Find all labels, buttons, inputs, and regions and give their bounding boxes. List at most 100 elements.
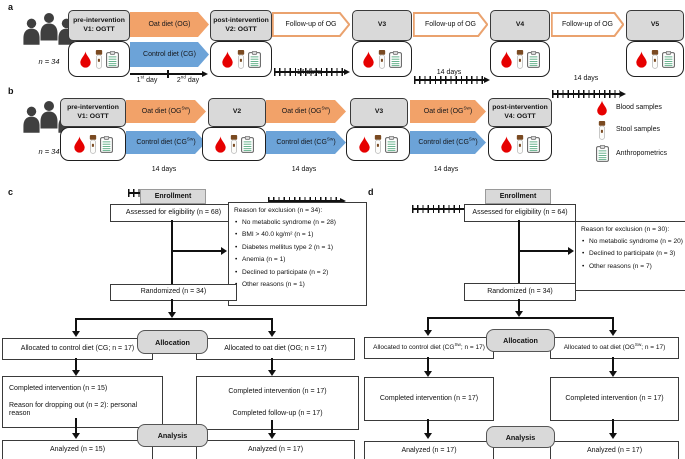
sample-size-label: n = 34: [38, 57, 60, 66]
control-outcome-box-d: Completed intervention (n = 17): [364, 377, 494, 421]
analyzed-control-box-c: Analyzed (n = 15): [2, 440, 153, 459]
followup-arrow-2: Follow-up of OG: [413, 12, 488, 37]
anthropometrics-icon: [389, 51, 402, 68]
samples-box-v4-b: [488, 127, 552, 161]
analyzed-oat-box-d: Analyzed (n = 17): [550, 441, 679, 459]
oat-diet-arrow-b1: Oat diet (OGSw): [126, 100, 206, 123]
visit-box-v3-b: V3: [350, 98, 408, 127]
blood-icon: [358, 136, 371, 153]
allocated-control-box-c: Allocated to control diet (CG; n = 17): [2, 338, 153, 360]
blood-icon: [596, 100, 608, 116]
timeline-14d-a1: [274, 68, 344, 76]
blood-icon: [73, 136, 86, 153]
blood-icon: [79, 51, 92, 68]
analysis-header-d: Analysis: [486, 426, 555, 448]
day1-label: 1st day: [136, 74, 158, 84]
visit-box-v2-a: post-intervention V2: OGTT: [210, 10, 272, 41]
samples-box-v5-a: [626, 41, 684, 77]
stool-icon: [374, 135, 382, 154]
anthropometrics-icon: [248, 51, 261, 68]
allocated-control-box-d: Allocated to control diet (CGSw; n = 17): [364, 337, 494, 359]
interval-label: 14 days: [433, 166, 459, 173]
sample-size-label: n = 34: [38, 147, 60, 156]
exclusion-title: Reason for exclusion (n = 30):: [581, 226, 670, 233]
exclusion-box-c: Reason for exclusion (n = 34): No metabo…: [228, 202, 367, 306]
randomized-box-c: Randomized (n = 34): [110, 284, 237, 301]
legend-blood-label: Blood samples: [616, 104, 662, 111]
anthropometrics-icon: [106, 51, 119, 68]
connector-arrow: [171, 299, 174, 312]
panel-b-label: b: [8, 86, 14, 96]
samples-box-v4-a: [490, 41, 550, 77]
followup-arrow-3: Follow-up of OG: [551, 12, 624, 37]
samples-box-v3-b: [346, 127, 410, 161]
connector-arrow: [612, 357, 615, 371]
interval-label: 14 days: [291, 166, 317, 173]
allocation-header-d: Allocation: [486, 329, 555, 352]
stool-icon: [516, 50, 524, 69]
timeline-14d-a2: [414, 76, 484, 84]
blood-icon: [221, 51, 234, 68]
exclusion-box-d: Reason for exclusion (n = 30): No metabo…: [575, 221, 685, 291]
anthropometrics-icon: [527, 136, 540, 153]
allocation-header-c: Allocation: [137, 330, 208, 354]
blood-icon: [362, 51, 375, 68]
samples-box-v2-a: [210, 41, 272, 77]
connector-arrow: [612, 317, 615, 330]
samples-box-v2-b: [202, 127, 266, 161]
timeline-days-a: [130, 70, 202, 78]
control-diet-arrow-a: Control diet (CG): [130, 42, 209, 67]
connector-arrow: [75, 318, 78, 331]
blood-icon: [500, 51, 513, 68]
assessed-box-c: Assessed for eligibility (n = 68): [110, 204, 237, 222]
timeline-14d-b3: [412, 205, 480, 213]
control-diet-arrow-b3: Control diet (CGSw): [410, 131, 486, 154]
split-line: [75, 318, 273, 321]
visit-box-v4-b: post-intervention V4: OGTT: [488, 98, 552, 127]
interval-label: 14 days: [296, 69, 322, 76]
samples-box-v1-b: [60, 127, 126, 161]
oat-diet-arrow-b3: Oat diet (OGSw): [410, 100, 486, 123]
stool-icon: [598, 121, 606, 140]
connector-arrow: [75, 358, 78, 370]
panel-d-label: d: [368, 187, 374, 197]
visit-box-v5-a: V5: [626, 10, 684, 41]
analyzed-control-box-d: Analyzed (n = 17): [364, 441, 494, 459]
blood-icon: [635, 51, 648, 68]
connector-arrow: [75, 418, 78, 433]
timeline-14d-a3: [552, 90, 620, 98]
stool-icon: [651, 50, 659, 69]
visit-box-v3-a: V3: [352, 10, 412, 41]
control-diet-arrow-b2: Control diet (CGSw): [266, 131, 346, 154]
day2-label: 2nd day: [176, 74, 200, 84]
blood-icon: [500, 136, 513, 153]
stool-icon: [378, 50, 386, 69]
enrollment-header-c: Enrollment: [140, 189, 206, 204]
allocated-oat-box-c: Allocated to oat diet (OG; n = 17): [196, 338, 355, 360]
exclusion-arrow-d: [518, 250, 568, 253]
assessed-box-d: Assessed for eligibility (n = 64): [464, 204, 576, 222]
interval-label: 14 days: [436, 69, 462, 76]
allocated-oat-box-d: Allocated to oat diet (OGSw; n = 17): [550, 337, 679, 359]
samples-box-v3-a: [352, 41, 412, 77]
exclusion-arrow-c: [171, 250, 221, 253]
panel-a-label: a: [8, 2, 14, 12]
visit-box-v1-a: pre-intervention V1: OGTT: [68, 10, 130, 41]
connector-arrow: [518, 299, 521, 311]
visit-box-v1-b: pre-intervention V1: OGTT: [60, 98, 126, 127]
timeline-14d-b2: [268, 197, 340, 205]
oat-diet-arrow-b2: Oat diet (OGSw): [266, 100, 346, 123]
connector-arrow: [271, 358, 274, 370]
anthropometrics-icon: [100, 136, 113, 153]
legend-anthropometrics-label: Anthropometrics: [616, 150, 667, 157]
blood-icon: [214, 136, 227, 153]
connector-arrow: [427, 419, 430, 433]
control-outcome-box-c: Completed intervention (n = 15) Reason f…: [2, 376, 163, 428]
panel-c-label: c: [8, 187, 14, 197]
samples-box-v1-a: [68, 41, 130, 77]
oat-diet-arrow-a: Oat diet (OG): [130, 12, 209, 37]
visit-box-v2-b: V2: [208, 98, 266, 127]
connector-arrow: [427, 357, 430, 371]
visit-box-v4-a: V4: [490, 10, 550, 41]
